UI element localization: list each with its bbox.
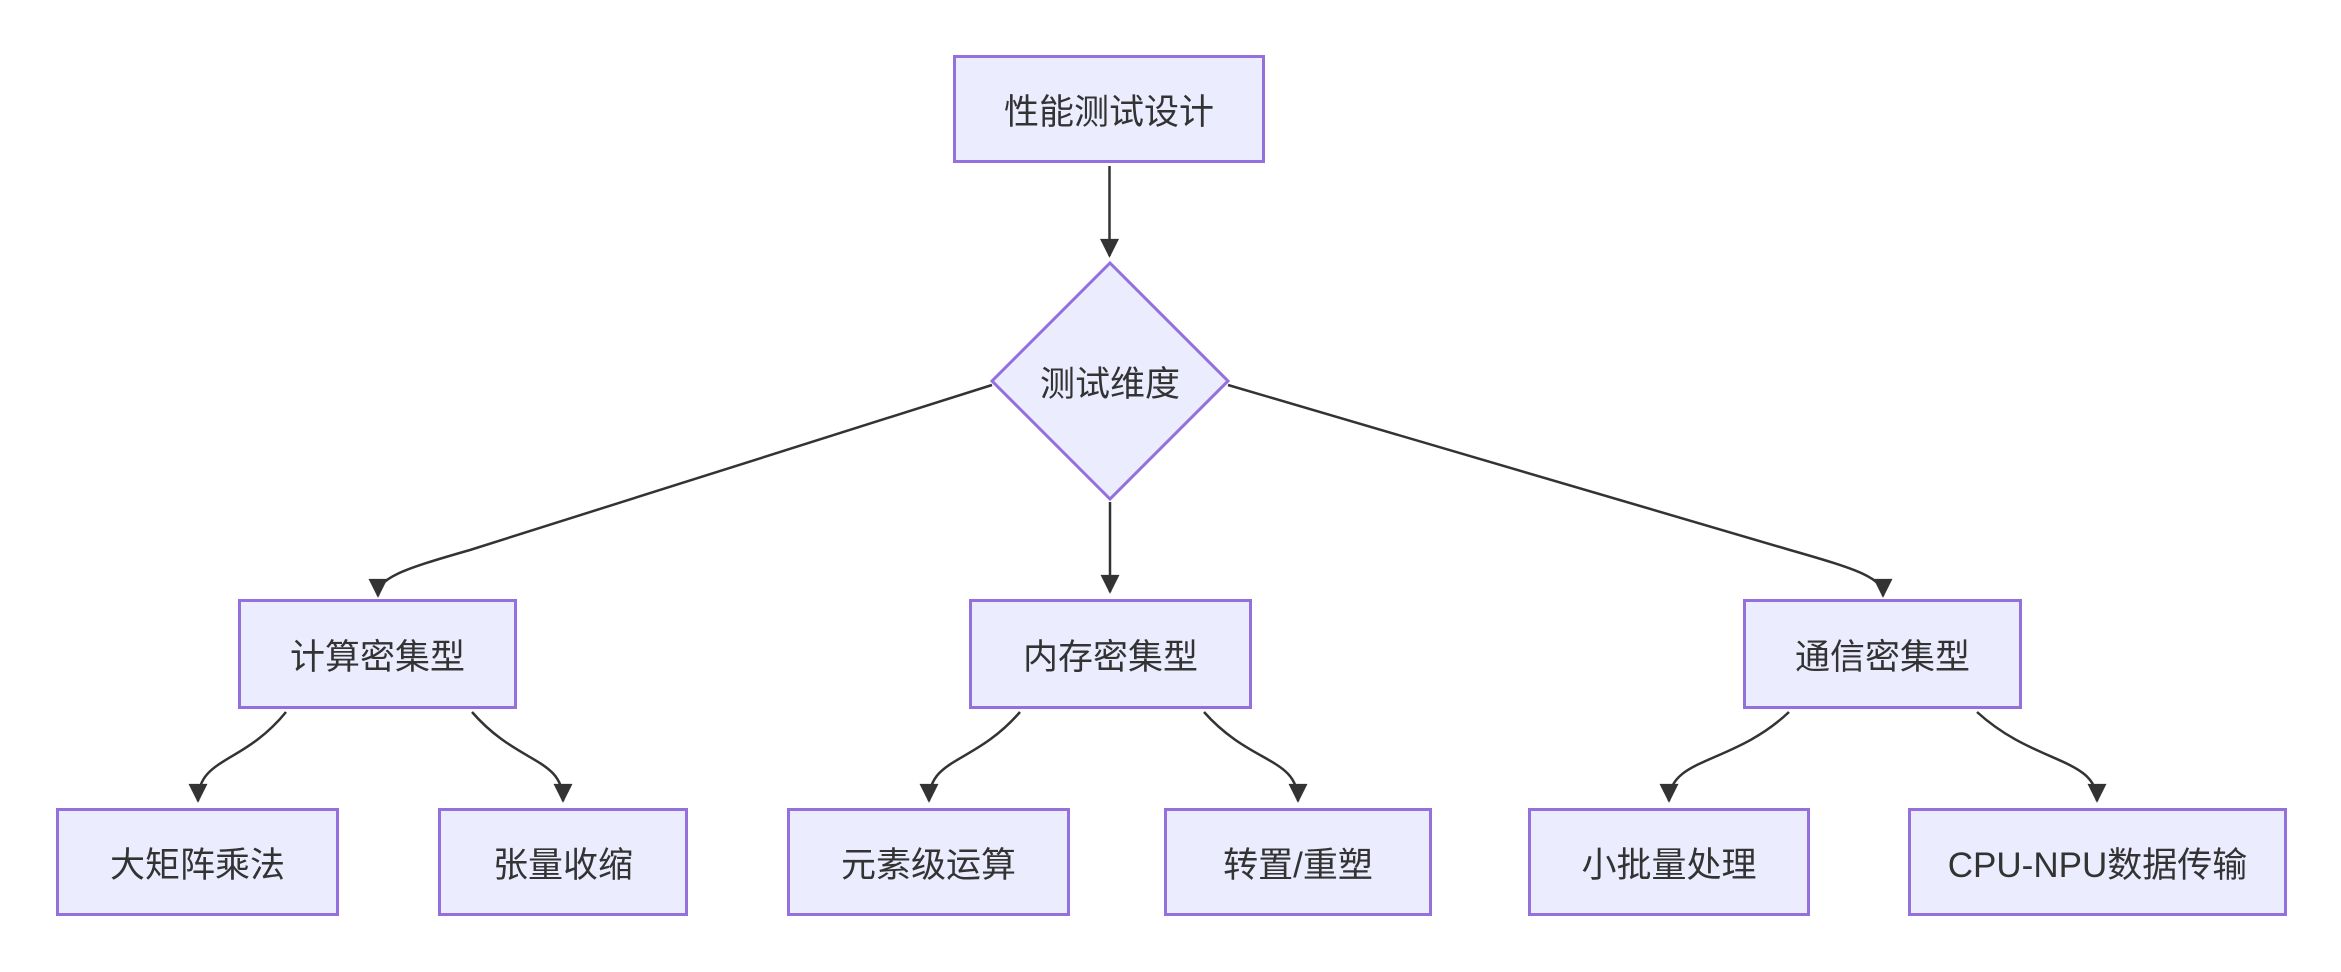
node-memory-intensive: 内存密集型 (969, 599, 1252, 709)
node-cpu-npu-data-transfer: CPU-NPU数据传输 (1908, 808, 2287, 916)
edge-compute-to-matmul (188, 711, 287, 803)
node-performance-test-design: 性能测试设计 (953, 55, 1265, 163)
decision-diamond-shape (989, 260, 1231, 502)
edge-memory-to-elementwise (919, 711, 1021, 803)
edge-decision-to-compute (368, 383, 993, 598)
edge-communication-to-smallbatch (1659, 711, 1790, 803)
edge-decision-to-communication (1227, 383, 1893, 598)
node-communication-intensive: 通信密集型 (1743, 599, 2022, 709)
edge-compute-to-contraction (471, 711, 573, 803)
node-compute-intensive: 计算密集型 (238, 599, 517, 709)
edge-memory-to-transpose (1203, 711, 1308, 803)
edge-communication-to-cpunpu (1976, 711, 2107, 803)
node-tensor-contraction: 张量收缩 (438, 808, 688, 916)
node-small-batch-processing: 小批量处理 (1528, 808, 1810, 916)
node-test-dimension: 测试维度 (1039, 364, 1180, 404)
node-large-matrix-multiplication: 大矩阵乘法 (56, 808, 339, 916)
node-elementwise-operations: 元素级运算 (787, 808, 1070, 916)
node-transpose-reshape: 转置/重塑 (1164, 808, 1432, 916)
